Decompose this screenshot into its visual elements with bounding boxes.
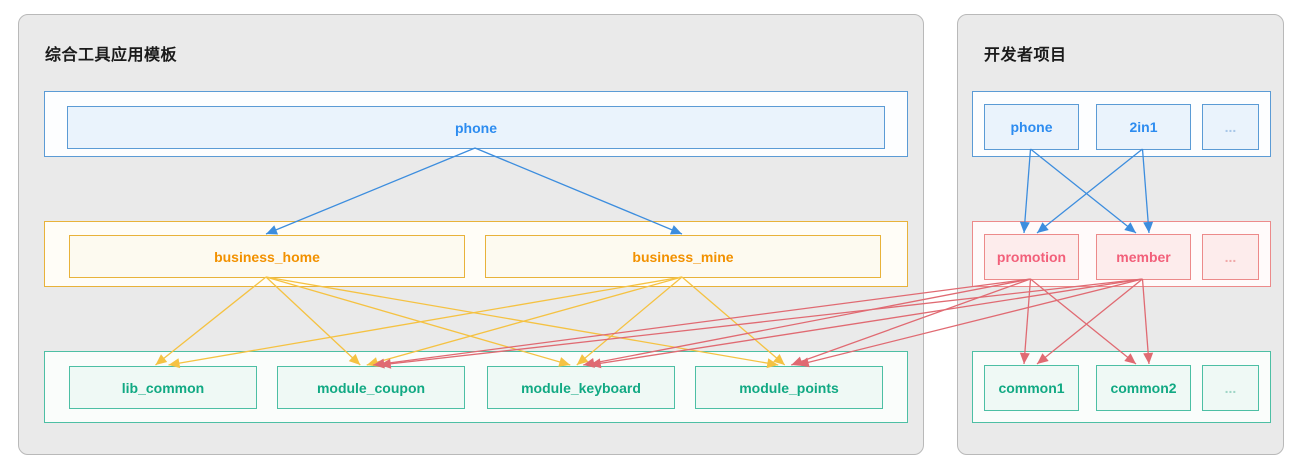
node-phone[interactable]: phone — [67, 106, 885, 149]
node-lib-common[interactable]: lib_common — [69, 366, 257, 409]
node-common2[interactable]: common2 — [1096, 365, 1191, 411]
node-dev-module-more[interactable]: ... — [1202, 365, 1259, 411]
node-module-coupon[interactable]: module_coupon — [277, 366, 465, 409]
panel-developer-title: 开发者项目 — [984, 47, 1067, 64]
node-promotion[interactable]: promotion — [984, 234, 1079, 280]
panel-developer: 开发者项目 phone 2in1 ... promotion member ..… — [957, 14, 1284, 455]
node-module-points[interactable]: module_points — [695, 366, 883, 409]
node-dev-2in1[interactable]: 2in1 — [1096, 104, 1191, 150]
node-module-keyboard[interactable]: module_keyboard — [487, 366, 675, 409]
panel-template: 综合工具应用模板 phone business_home business_mi… — [18, 14, 924, 455]
node-common1[interactable]: common1 — [984, 365, 1079, 411]
node-dev-phone[interactable]: phone — [984, 104, 1079, 150]
node-dev-app-more[interactable]: ... — [1202, 104, 1259, 150]
node-member[interactable]: member — [1096, 234, 1191, 280]
node-business-home[interactable]: business_home — [69, 235, 465, 278]
panel-template-title: 综合工具应用模板 — [45, 47, 178, 64]
node-dev-business-more[interactable]: ... — [1202, 234, 1259, 280]
node-business-mine[interactable]: business_mine — [485, 235, 881, 278]
